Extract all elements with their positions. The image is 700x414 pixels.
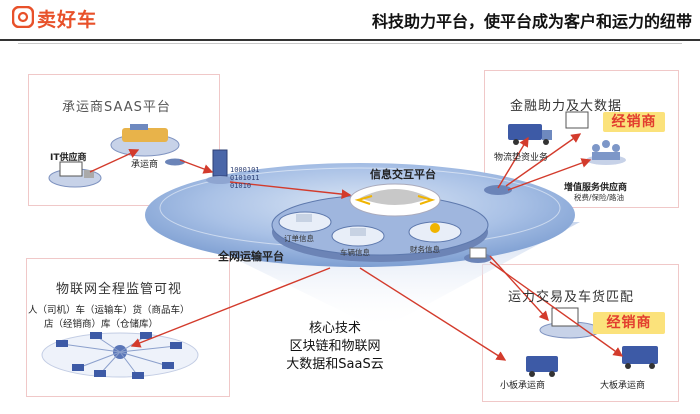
finance-dealer-badge: 经销商	[603, 112, 665, 132]
small-carrier-truck-icon	[526, 356, 558, 372]
order-info-label: 订单信息	[284, 234, 314, 243]
header-subdivider	[18, 43, 682, 44]
core-tech-line-1: 核心技术	[308, 321, 361, 336]
binary-line-3: 01010	[230, 182, 252, 190]
brand-logo-icon	[12, 6, 34, 28]
finance-connector-node	[484, 185, 512, 195]
vehicle-icon	[350, 228, 366, 236]
header-divider	[0, 39, 700, 41]
carrier-label: 承运商	[131, 160, 159, 170]
logistics-truck-icon	[508, 124, 542, 140]
finance-panel-title: 金融助力及大数据	[510, 99, 623, 114]
it-supplier-label: IT供应商	[50, 153, 87, 163]
vas-supplier-label: 增值服务供应商	[564, 183, 628, 193]
carrier-node	[165, 158, 185, 166]
large-carrier-truck-icon	[622, 346, 658, 364]
iot-line-2: 店（经销商）库（仓储库）	[44, 319, 159, 330]
iot-panel-title: 物联网全程监管可视	[56, 282, 183, 297]
logistics-finance-label: 物流垫资业务	[494, 153, 549, 163]
carrier-truck-icon	[122, 128, 168, 142]
page-title: 科技助力平台，使平台成为客户和运力的纽带	[371, 12, 692, 31]
binary-line-1: 1000101	[230, 166, 260, 174]
finance-computer-icon	[565, 111, 589, 129]
finance-info-label: 财务信息	[410, 245, 440, 254]
vehicle-info-label: 车辆信息	[340, 248, 370, 257]
iot-vehicle-icon	[56, 340, 68, 347]
server-base	[206, 176, 234, 184]
core-tech-line-2: 区块链和物联网	[289, 339, 381, 354]
small-carrier-label: 小板承运商	[500, 381, 546, 391]
trade-dealer-badge: 经销商	[593, 312, 665, 334]
exchange-platform-label: 信息交互平台	[370, 168, 436, 181]
computer-icon	[59, 161, 83, 177]
order-icon	[296, 214, 312, 222]
person-icon	[592, 144, 600, 152]
trade-computer-icon	[551, 307, 579, 327]
large-carrier-label: 大板承运商	[600, 381, 646, 391]
binary-line-2: 0101011	[230, 174, 260, 182]
trade-panel-title: 运力交易及车货匹配	[508, 290, 635, 305]
swirl-icon	[360, 189, 430, 205]
saas-panel-title: 承运商SAAS平台	[62, 100, 171, 115]
connection-arrows	[89, 133, 624, 361]
server-icon	[212, 149, 228, 177]
vas-supplier-sub: 税费/保险/路油	[574, 193, 625, 202]
core-tech-line-3: 大数据和SaaS云	[286, 357, 384, 372]
trade-connector-icon	[469, 247, 487, 259]
iot-line-1: 人（司机）车（运输车）货（商品车）	[28, 305, 190, 316]
coin-icon	[430, 223, 440, 233]
network-platform-label: 全网运输平台	[218, 250, 284, 263]
brand-name: 卖好车	[37, 9, 98, 31]
